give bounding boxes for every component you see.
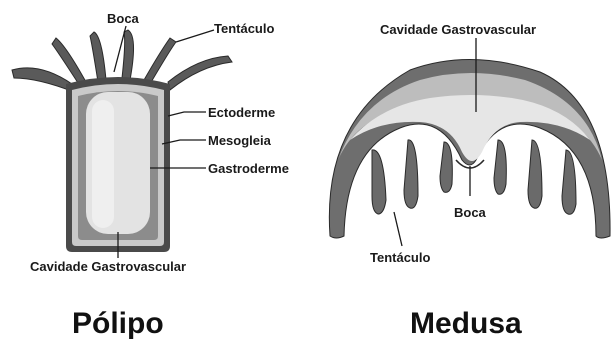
gastroderm-label: Gastroderme — [208, 161, 289, 176]
medusa-title: Medusa — [410, 307, 522, 340]
polyp-mouth-label: Boca — [107, 11, 140, 26]
ectoderm-label: Ectoderme — [208, 105, 275, 120]
polyp-cavity-label: Cavidade Gastrovascular — [30, 259, 186, 274]
medusa-mouth-label: Boca — [454, 205, 487, 220]
polyp-figure — [12, 30, 232, 252]
polyp-tentacle-label: Tentáculo — [214, 21, 274, 36]
medusa-tentacle-label: Tentáculo — [370, 250, 430, 265]
mesoglea-label: Mesogleia — [208, 133, 272, 148]
medusa-cavity-label: Cavidade Gastrovascular — [380, 22, 536, 37]
polyp-title: Pólipo — [72, 307, 164, 340]
